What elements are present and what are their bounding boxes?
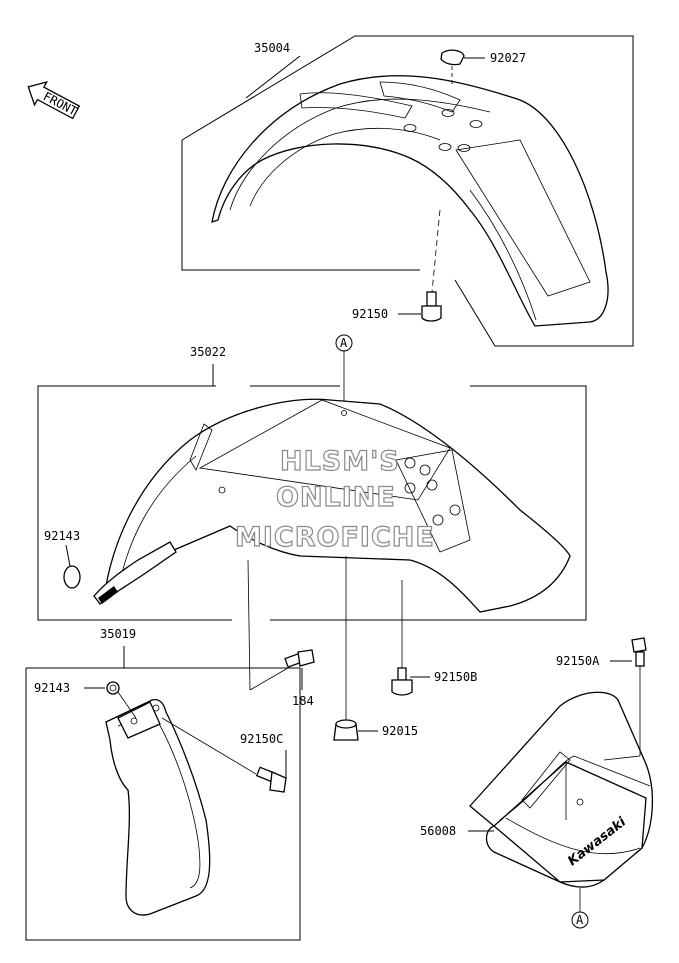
mud-flap-35019 [105, 698, 211, 916]
callout-92027: 92027 [490, 51, 526, 65]
callout-35004: 35004 [254, 41, 290, 55]
callout-184: 184 [292, 694, 314, 708]
callout-92143-a: 92143 [44, 529, 80, 543]
front-arrow-icon: FRONT [27, 80, 81, 120]
callout-92150c: 92150C [240, 732, 283, 746]
bolt-92150c [255, 766, 287, 793]
callout-92143-b: 92143 [34, 681, 70, 695]
watermark: HLSM'S ONLINE MICROFICHE [234, 445, 435, 553]
bolt-92150-top [421, 291, 442, 322]
group-35019-frame [25, 667, 301, 941]
washer-92143-b [106, 681, 120, 695]
watermark-line-3: MICROFICHE [235, 522, 435, 553]
tool-box-56008: Kawasaki [469, 691, 654, 888]
group-35004-frame [181, 35, 634, 347]
rear-fender-35022 [93, 398, 571, 613]
watermark-line-1: HLSM'S [280, 446, 400, 477]
grommet-92027 [440, 49, 465, 66]
callout-92150a: 92150A [556, 654, 600, 668]
group-35022-frame [37, 385, 587, 621]
bolt-184 [284, 649, 315, 668]
callout-35019: 35019 [100, 627, 136, 641]
front-arrow-label: FRONT [41, 89, 79, 118]
callout-92150-top: 92150 [352, 307, 388, 321]
ref-mark-a-bottom [571, 911, 589, 929]
washer-92143-a [63, 565, 81, 589]
bolt-92150b [391, 667, 413, 696]
nut-92015 [333, 719, 359, 741]
front-fender-35004 [211, 75, 609, 327]
callout-92150b: 92150B [434, 670, 477, 684]
callout-35022: 35022 [190, 345, 226, 359]
callout-92015: 92015 [382, 724, 418, 738]
callout-56008: 56008 [420, 824, 456, 838]
ref-mark-a-bottom-label: A [576, 913, 584, 927]
bolt-92150a [631, 637, 647, 667]
ref-mark-a-top-label: A [340, 336, 348, 350]
watermark-line-2: ONLINE [276, 482, 396, 513]
